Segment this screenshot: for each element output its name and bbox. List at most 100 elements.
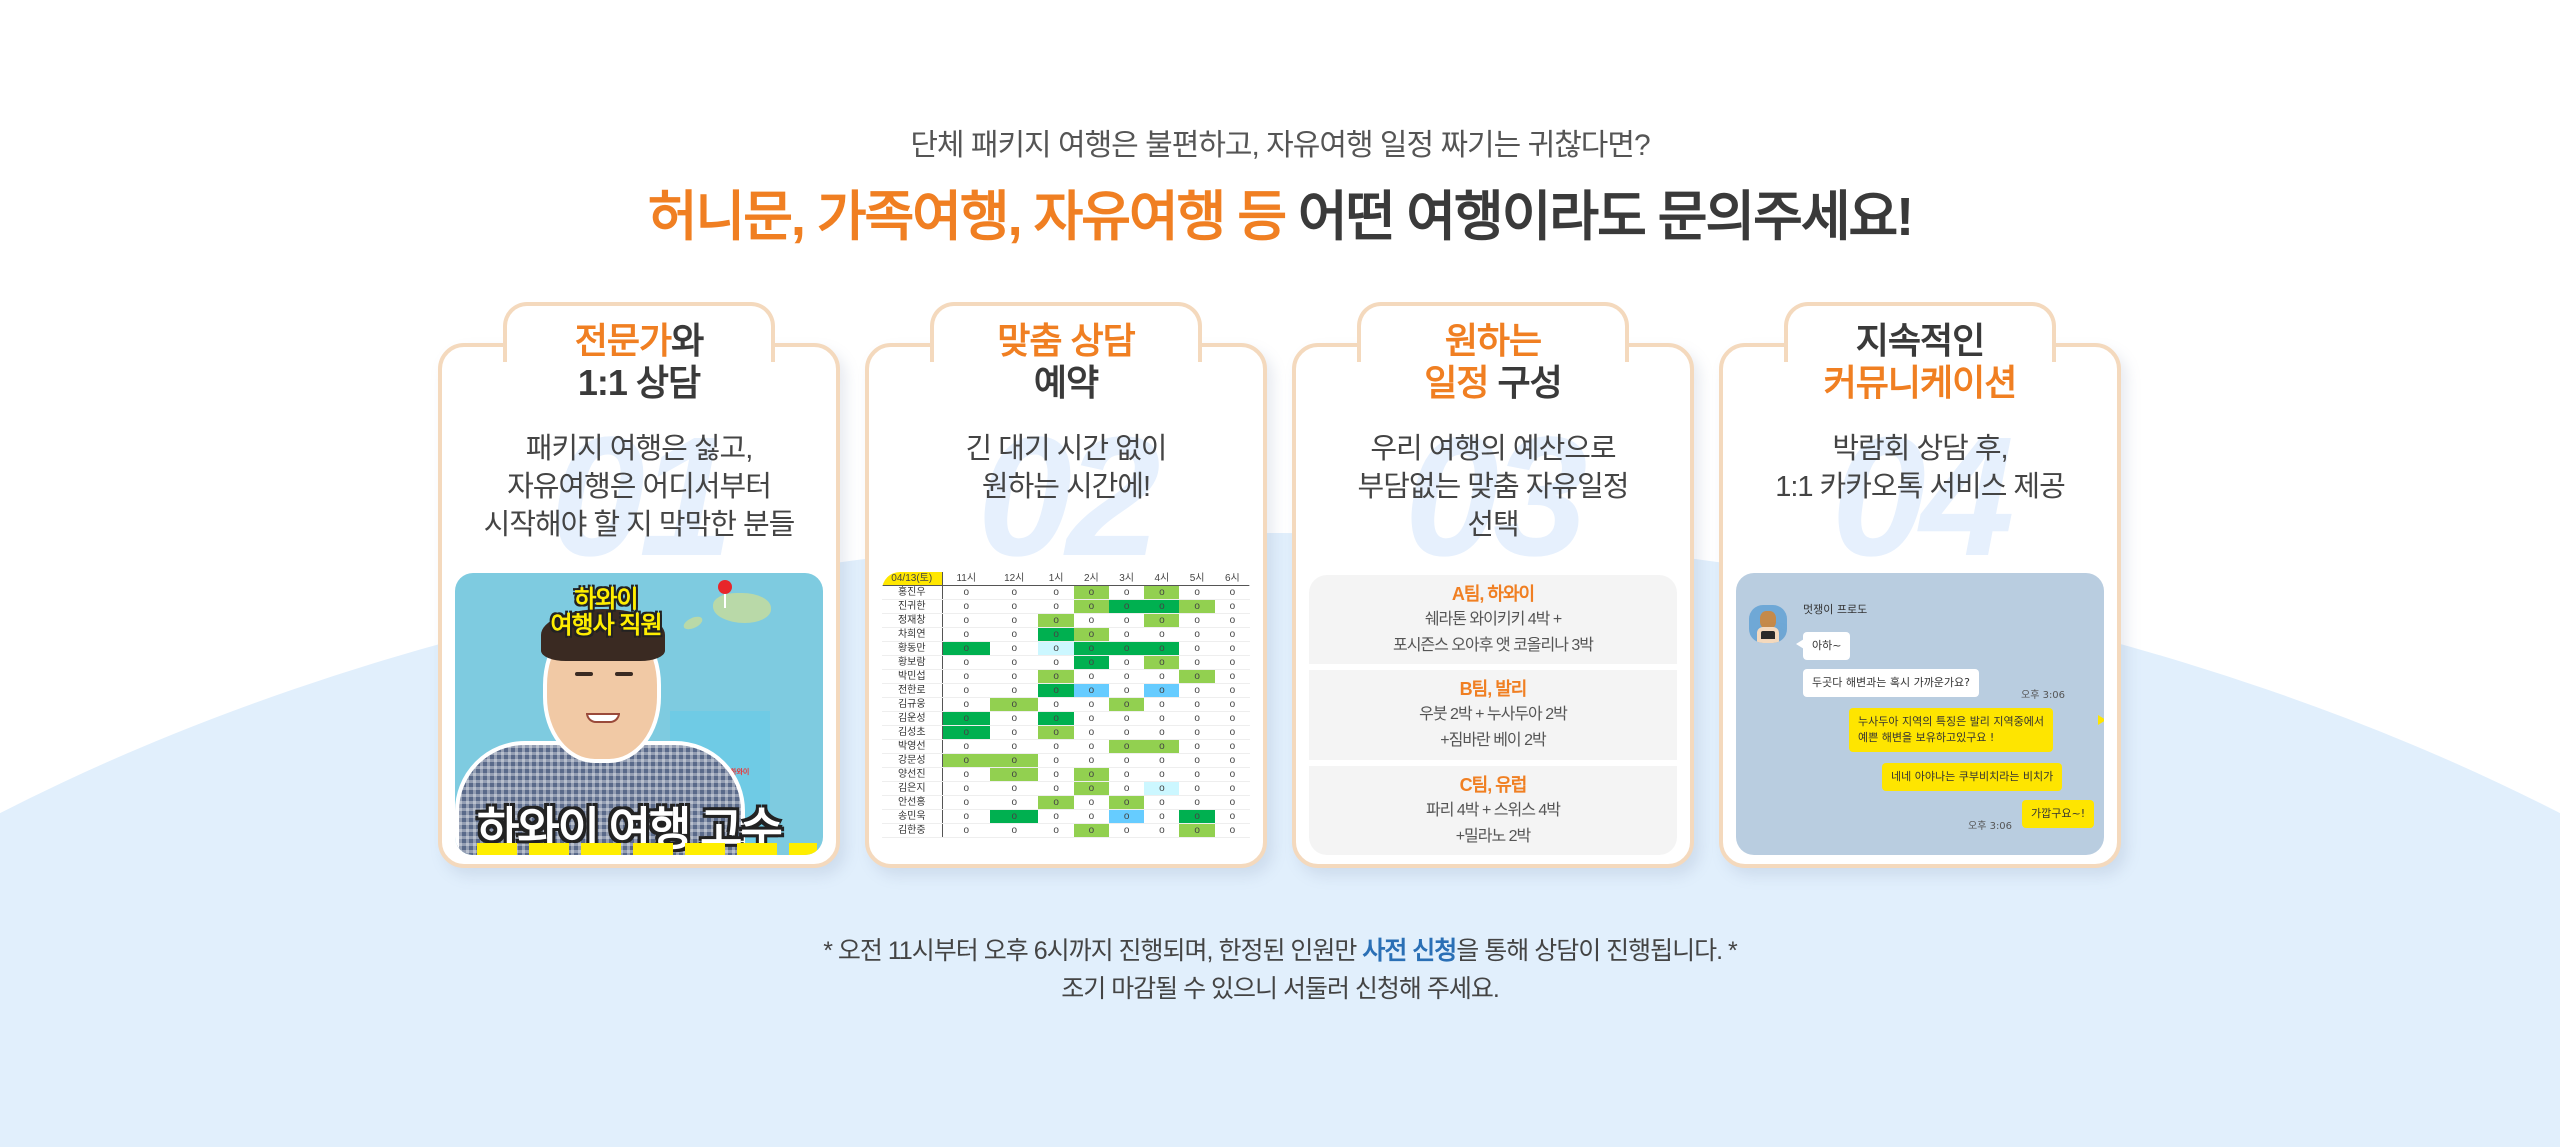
schedule-slot: o xyxy=(1179,809,1215,824)
schedule-slot: o xyxy=(1108,697,1145,712)
schedule-slot: o xyxy=(1144,781,1180,796)
schedule-slot: o xyxy=(1214,739,1250,754)
schedule-slot: o xyxy=(1144,739,1180,754)
schedule-slot: o xyxy=(1038,599,1074,614)
plan-list: A팀, 하와이 쉐라톤 와이키키 4박 + 포시즌스 오아후 앳 코올리나 3박… xyxy=(1309,575,1677,855)
schedule-hour-header: 11시 xyxy=(942,572,990,586)
schedule-name: 황보람 xyxy=(882,655,943,670)
schedule-slot: o xyxy=(1038,781,1074,796)
feature-card-itinerary: 03 원하는 일정 구성 우리 여행의 예산으로 부담없는 맞춤 자유일정 선택… xyxy=(1292,302,1694,868)
schedule-date: 04/13(토) xyxy=(882,572,943,586)
schedule-slot: o xyxy=(1038,697,1074,712)
schedule-slot: o xyxy=(989,795,1039,810)
schedule-name: 김은지 xyxy=(882,781,943,796)
card-description: 박람회 상담 후, 1:1 카카오톡 서비스 제공 xyxy=(1775,433,2066,503)
schedule-slot: o xyxy=(1179,725,1215,740)
schedule-hour-header: 2시 xyxy=(1073,572,1109,586)
schedule-slot: o xyxy=(1179,739,1215,754)
schedule-slot: o xyxy=(1179,585,1215,600)
kakaotalk-chat-screenshot: 멋쟁이 프로도 아하~ 두곳다 해변과는 혹시 가까운가요? 오후 3:06 누… xyxy=(1736,573,2104,855)
schedule-slot: o xyxy=(1108,655,1145,670)
schedule-slot: o xyxy=(1038,725,1074,740)
schedule-slot: o xyxy=(1038,711,1074,726)
schedule-slot: o xyxy=(1073,641,1109,656)
schedule-slot: o xyxy=(1108,627,1145,642)
schedule-slot: o xyxy=(1108,599,1145,614)
schedule-slot: o xyxy=(1179,641,1215,656)
schedule-slot: o xyxy=(1073,739,1109,754)
schedule-slot: o xyxy=(1038,613,1074,628)
schedule-slot: o xyxy=(1179,823,1215,838)
schedule-slot: o xyxy=(942,599,990,614)
schedule-slot: o xyxy=(1179,655,1215,670)
card-heading: 원하는 일정 구성 xyxy=(1424,320,1563,403)
schedule-slot: o xyxy=(1179,697,1215,712)
schedule-slot: o xyxy=(989,683,1039,698)
schedule-slot: o xyxy=(1179,599,1215,614)
schedule-name: 정재창 xyxy=(882,613,943,628)
schedule-name: 전한로 xyxy=(882,683,943,698)
notice-text: * 오전 11시부터 오후 6시까지 진행되며, 한정된 인원만 사전 신청을 … xyxy=(823,937,1738,1003)
schedule-slot: o xyxy=(1073,725,1109,740)
schedule-slot: o xyxy=(1038,683,1074,698)
card-heading: 지속적인 커뮤니케이션 xyxy=(1823,320,2018,403)
schedule-name: 김성초 xyxy=(882,725,943,740)
schedule-slot: o xyxy=(1038,795,1074,810)
schedule-slot: o xyxy=(942,613,990,628)
schedule-slot: o xyxy=(1144,711,1180,726)
person-shirt xyxy=(455,741,745,855)
schedule-slot: o xyxy=(1144,767,1180,782)
schedule-slot: o xyxy=(942,767,990,782)
schedule-slot: o xyxy=(989,823,1039,838)
page-subtitle: 단체 패키지 여행은 불편하고, 자유여행 일정 짜기는 귀찮다면? xyxy=(910,129,1650,162)
schedule-slot: o xyxy=(1073,613,1109,628)
schedule-slot: o xyxy=(1108,795,1145,810)
schedule-slot: o xyxy=(1214,795,1250,810)
plan-item-c: C팀, 유럽 파리 4박 + 스위스 4박 +밀라노 2박 xyxy=(1309,765,1677,855)
agent-video-thumbnail[interactable]: 하와이 하와이 여행사 직원 하와이 여행 고수 xyxy=(455,573,823,855)
schedule-slot: o xyxy=(989,669,1039,684)
card-description: 패키지 여행은 싫고, 자유여행은 어디서부터 시작해야 할 지 막막한 분들 xyxy=(483,433,796,541)
schedule-slot: o xyxy=(989,613,1039,628)
schedule-slot: o xyxy=(942,683,990,698)
background-arc xyxy=(0,533,2560,1147)
schedule-slot: o xyxy=(1179,683,1215,698)
plan-item-b: B팀, 발리 우붓 2박 + 누사두아 2박 +짐바란 베이 2박 xyxy=(1309,670,1677,760)
schedule-slot: o xyxy=(1073,697,1109,712)
schedule-slot: o xyxy=(1038,823,1074,838)
schedule-slot: o xyxy=(1214,655,1250,670)
schedule-slot: o xyxy=(1179,627,1215,642)
schedule-slot: o xyxy=(942,739,990,754)
schedule-slot: o xyxy=(989,767,1039,782)
schedule-slot: o xyxy=(1214,725,1250,740)
schedule-slot: o xyxy=(989,627,1039,642)
pre-registration-link[interactable]: 사전 신청 xyxy=(1362,937,1457,965)
schedule-slot: o xyxy=(1144,669,1180,684)
schedule-hour-header: 3시 xyxy=(1108,572,1145,586)
schedule-slot: o xyxy=(1073,823,1109,838)
schedule-slot: o xyxy=(1214,753,1250,768)
schedule-slot: o xyxy=(1073,669,1109,684)
schedule-name: 홍진우 xyxy=(882,585,943,600)
schedule-slot: o xyxy=(1108,613,1145,628)
card-number: 03 xyxy=(1404,402,1587,592)
schedule-slot: o xyxy=(989,585,1039,600)
card-description: 긴 대기 시간 없이 원하는 시간에! xyxy=(965,433,1168,503)
schedule-slot: o xyxy=(1214,697,1250,712)
schedule-slot: o xyxy=(942,795,990,810)
map-label: 하와이 xyxy=(730,769,750,776)
chat-sender-name: 멋쟁이 프로도 xyxy=(1803,603,1868,616)
schedule-hour-header: 5시 xyxy=(1179,572,1215,586)
schedule-name: 송민욱 xyxy=(882,809,943,824)
schedule-slot: o xyxy=(1179,613,1215,628)
schedule-slot: o xyxy=(1144,683,1180,698)
schedule-slot: o xyxy=(1038,809,1074,824)
schedule-name: 강문성 xyxy=(882,753,943,768)
